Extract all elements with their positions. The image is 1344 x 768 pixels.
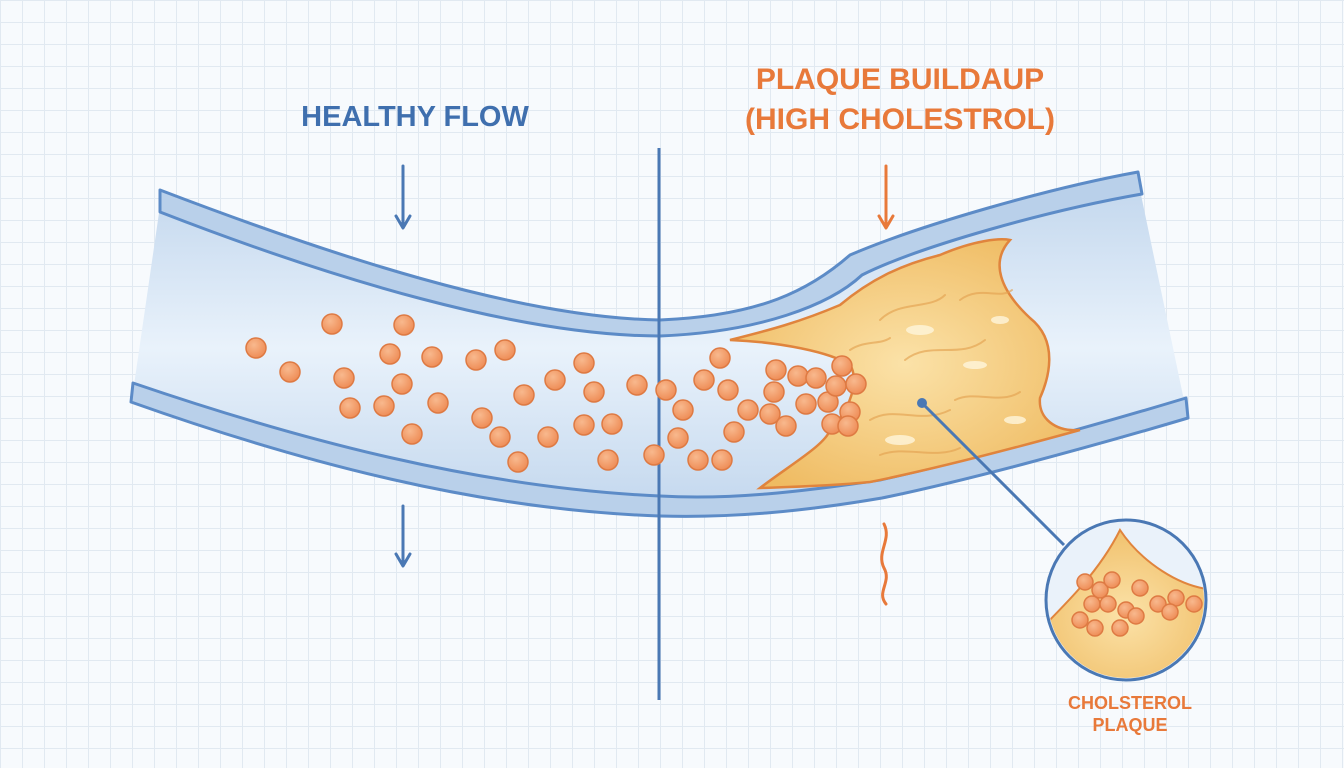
blood-cell [379, 343, 401, 365]
callout-line1: CHOLSTEROL [1068, 693, 1192, 713]
magnifier-circle-icon [1044, 518, 1208, 682]
cholesterol-cell [1076, 573, 1094, 591]
callout-line2: PLAQUE [1092, 715, 1168, 735]
blood-cell [321, 313, 343, 335]
blood-cell [687, 449, 709, 471]
blood-cell [421, 346, 443, 368]
blood-cell [471, 407, 493, 429]
vessel-wall-top [158, 170, 1144, 338]
blood-cell [709, 347, 731, 369]
blood-cell [763, 381, 785, 403]
cholesterol-cell [1161, 603, 1179, 621]
blood-cell [507, 451, 529, 473]
healthy-flow-label: HEALTHY FLOW [301, 101, 529, 133]
blood-cell [805, 367, 827, 389]
vessel-wall-bottom [129, 381, 1190, 518]
blood-cell [601, 413, 623, 435]
blood-cells [245, 313, 867, 473]
blood-cell [693, 369, 715, 391]
blood-cell [626, 374, 648, 396]
blood-cell [643, 444, 665, 466]
blood-cell [279, 361, 301, 383]
blood-cell [391, 373, 413, 395]
blood-cell [333, 367, 355, 389]
cholesterol-cell [1111, 619, 1129, 637]
blood-cell [737, 399, 759, 421]
plaque-highlights [885, 316, 1026, 445]
down-arrow-icon [394, 164, 412, 230]
blood-cell [573, 352, 595, 374]
blood-cell [765, 359, 787, 381]
cholesterol-cell [1131, 579, 1149, 597]
blood-cell [672, 399, 694, 421]
down-arrow-icon [394, 504, 412, 568]
blood-cell [465, 349, 487, 371]
blood-cell [573, 414, 595, 436]
blood-cell [655, 379, 677, 401]
blood-cell [723, 421, 745, 443]
blood-cell [513, 384, 535, 406]
blood-cell [837, 415, 859, 437]
callout-point [917, 398, 927, 408]
cholesterol-cell [1185, 595, 1203, 613]
blood-cell [795, 393, 817, 415]
blood-cell [667, 427, 689, 449]
blood-cell [717, 379, 739, 401]
blood-cell [759, 403, 781, 425]
cholesterol-cell [1086, 619, 1104, 637]
blood-cell [494, 339, 516, 361]
blood-cell [845, 373, 867, 395]
blood-cell [393, 314, 415, 336]
callout-leader-line [920, 401, 1066, 547]
blood-cell [831, 355, 853, 377]
cholesterol-cell [1091, 581, 1109, 599]
cholesterol-cell [1083, 595, 1101, 613]
blood-cell [825, 375, 847, 397]
cholesterol-cell [1127, 607, 1145, 625]
cholesterol-cell [1149, 595, 1167, 613]
cholesterol-cell [1103, 571, 1121, 589]
plaque-title-line1: PLAQUE BUILDAUP [755, 63, 1045, 96]
blood-cell [401, 423, 423, 445]
blood-cell [427, 392, 449, 414]
plaque-title-line2: (HIGH CHOLESTROL) [745, 103, 1055, 136]
blood-cell [711, 449, 733, 471]
blood-cell [544, 369, 566, 391]
blood-cell [775, 415, 797, 437]
blood-cell [583, 381, 605, 403]
blood-cell [597, 449, 619, 471]
cholesterol-cell [1071, 611, 1089, 629]
healthy-flow-title: HEALTHY FLOW [250, 100, 580, 134]
blood-cell [373, 395, 395, 417]
blood-cell [489, 426, 511, 448]
wavy-line-icon [880, 522, 888, 606]
plaque-buildup-title: PLAQUE BUILDAUP (HIGH CHOLESTROL) [720, 60, 1080, 140]
cholesterol-cell [1099, 595, 1117, 613]
down-arrow-icon [877, 164, 895, 230]
blood-cell [339, 397, 361, 419]
blood-cell [537, 426, 559, 448]
cholesterol-plaque-callout: CHOLSTEROL PLAQUE [1040, 692, 1220, 736]
blood-cell [245, 337, 267, 359]
plaque-texture [849, 289, 1021, 456]
blood-cell [787, 365, 809, 387]
